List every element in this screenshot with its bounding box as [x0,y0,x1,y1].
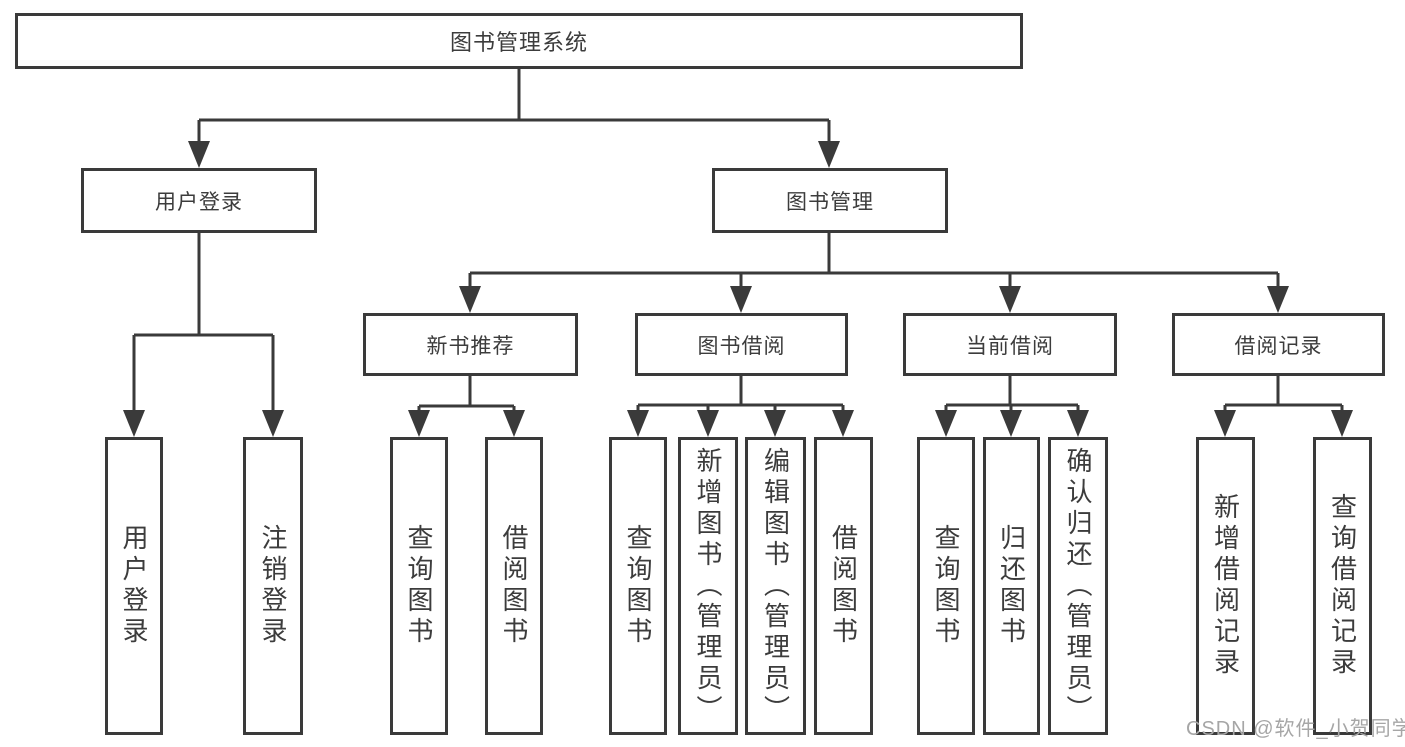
node-book-borrow: 图书借阅 [635,313,848,376]
node-book-management-label: 图书管理 [786,190,874,214]
node-user-login-label: 用户登录 [155,190,243,214]
node-borrow-records: 借阅记录 [1172,313,1385,376]
csdn-watermark: CSDN @软件_小贺同学 [1186,718,1405,740]
node-current-borrow: 当前借阅 [903,313,1117,376]
leaf-add-books-admin: 新增图书（管理员） [678,437,738,735]
leaf-user-login: 用户登录 [105,437,163,735]
leaf-borrow-books-label: 借阅图书 [828,524,859,648]
node-root: 图书管理系统 [15,13,1023,69]
node-new-book-recommend-label: 新书推荐 [426,334,515,358]
leaf-borrow-query-books-label: 查询图书 [623,524,653,648]
leaf-recommend-borrow-books: 借阅图书 [485,437,543,735]
leaf-edit-books-admin: 编辑图书（管理员） [745,437,806,735]
leaf-add-books-admin-label: 新增图书（管理员） [693,446,723,726]
node-borrow-records-label: 借阅记录 [1234,334,1323,358]
leaf-borrow-books: 借阅图书 [814,437,873,735]
leaf-recommend-query-books-label: 查询图书 [404,524,434,648]
leaf-add-borrow-record-label: 新增借阅记录 [1210,493,1241,679]
leaf-confirm-return-admin-label: 确认归还（管理员） [1063,446,1093,726]
leaf-logout-label: 注销登录 [258,524,288,648]
node-user-login: 用户登录 [81,168,317,233]
leaf-return-books: 归还图书 [983,437,1040,735]
leaf-logout: 注销登录 [243,437,303,735]
leaf-current-query-books-label: 查询图书 [931,524,961,648]
leaf-user-login-label: 用户登录 [119,524,149,648]
leaf-current-query-books: 查询图书 [917,437,975,735]
leaf-return-books-label: 归还图书 [996,524,1027,648]
leaf-recommend-query-books: 查询图书 [390,437,448,735]
node-current-borrow-label: 当前借阅 [966,334,1054,358]
leaf-borrow-query-books: 查询图书 [609,437,667,735]
node-book-borrow-label: 图书借阅 [697,334,786,358]
leaf-query-borrow-record-label: 查询借阅记录 [1327,493,1358,679]
node-root-label: 图书管理系统 [449,30,588,55]
leaf-confirm-return-admin: 确认归还（管理员） [1048,437,1108,735]
leaf-add-borrow-record: 新增借阅记录 [1196,437,1255,735]
node-new-book-recommend: 新书推荐 [363,313,578,376]
leaf-edit-books-admin-label: 编辑图书（管理员） [760,446,791,726]
leaf-query-borrow-record: 查询借阅记录 [1313,437,1372,735]
node-book-management: 图书管理 [712,168,948,233]
leaf-recommend-borrow-books-label: 借阅图书 [499,524,529,648]
